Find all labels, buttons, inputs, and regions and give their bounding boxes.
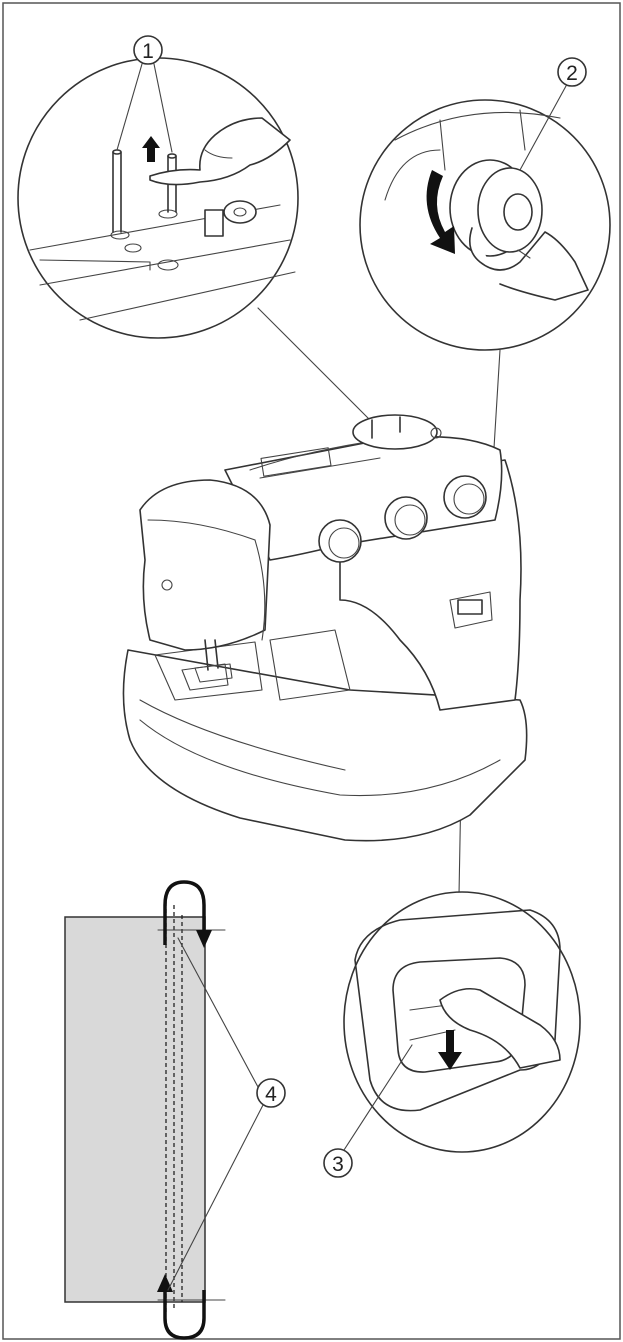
fabric-swatch: [64, 880, 226, 1340]
detail-spool-pins: [17, 57, 299, 339]
detail-bobbin-winder: [359, 99, 611, 351]
leader-line-spool: [257, 307, 371, 421]
callout-1: 1: [116, 35, 173, 153]
loop-arrow-top-icon: [196, 930, 212, 948]
sewing-machine: [122, 414, 528, 842]
leader-line-bobbin: [493, 349, 501, 449]
rotate-arrow-icon: [426, 170, 455, 254]
arrow-up-icon: [142, 136, 160, 162]
callout-4-label: 4: [265, 1083, 277, 1106]
callout-2-label: 2: [566, 62, 578, 85]
callout-3: 3: [323, 1044, 413, 1178]
arrow-down-icon: [438, 1030, 462, 1070]
detail-reverse-lever: [343, 891, 581, 1153]
callout-4: 4: [167, 937, 286, 1291]
callout-1-label: 1: [142, 40, 154, 63]
callout-3-label: 3: [332, 1153, 344, 1176]
callout-2: 2: [519, 57, 587, 171]
